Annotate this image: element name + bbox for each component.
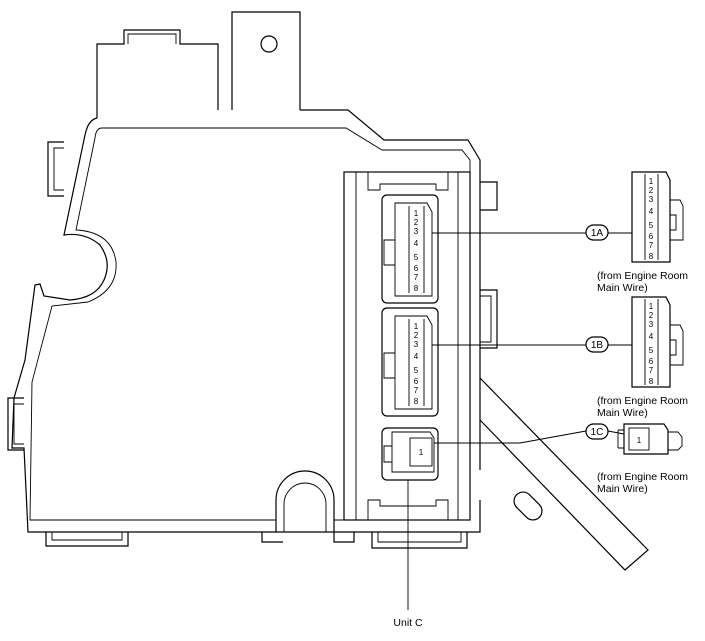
source-1b-line2: Main Wire)	[597, 407, 648, 419]
ext-1a-pin-3: 3	[649, 195, 654, 204]
connector-1c-pin-1: 1	[419, 448, 424, 457]
ext-1b-pin-6: 6	[649, 357, 654, 366]
housing-connector-1c: 1	[381, 427, 439, 481]
connector-1b-pin-2: 2	[414, 331, 419, 340]
ext-1b-pin-5: 5	[649, 346, 654, 355]
external-connector-1c: 1	[617, 423, 683, 455]
slot-hole	[513, 491, 543, 521]
connector-1b-pin-7: 7	[414, 386, 419, 395]
unit-c-frame	[343, 171, 471, 521]
source-1a-line1: (from Engine Room	[597, 270, 688, 282]
ext-1b-pin-7: 7	[649, 366, 654, 375]
ext-1a-pin-4: 4	[649, 207, 654, 216]
source-1c-line2: Main Wire)	[597, 483, 648, 495]
ext-1a-pin-8: 8	[649, 252, 654, 261]
connector-1b-pin-6: 6	[414, 377, 419, 386]
junction-block-housing	[7, 11, 649, 571]
connector-1a-pin-5: 5	[414, 253, 419, 262]
badge-1b: 1B	[585, 336, 609, 353]
badge-1b-label: 1B	[591, 340, 604, 351]
ext-1b-pin-3: 3	[649, 320, 654, 329]
connector-1b-pin-5: 5	[414, 366, 419, 375]
connector-1b-pin-3: 3	[414, 340, 419, 349]
leader-lines	[407, 232, 632, 610]
ext-1a-pin-6: 6	[649, 232, 654, 241]
badge-1c: 1C	[585, 423, 609, 440]
unit-c-label: Unit C	[393, 617, 423, 629]
ext-1a-pin-1: 1	[649, 177, 654, 186]
ext-1c-pin-1: 1	[637, 436, 642, 445]
external-connector-1b: 1 2 3 4 5 6 7 8	[631, 296, 684, 388]
ext-1b-pin-2: 2	[649, 311, 654, 320]
housing-connector-1a: 1 2 3 4 5 6 7 8	[381, 194, 439, 304]
connector-1a-pin-2: 2	[414, 218, 419, 227]
badge-1a-label: 1A	[591, 228, 604, 239]
connector-1a-pin-1: 1	[414, 209, 419, 218]
connector-1b-pin-8: 8	[414, 397, 419, 406]
connector-1a-pin-4: 4	[414, 239, 419, 248]
ext-1b-pin-1: 1	[649, 302, 654, 311]
connector-1b-pin-4: 4	[414, 352, 419, 361]
source-1a-line2: Main Wire)	[597, 282, 648, 294]
connector-1b-pin-1: 1	[414, 322, 419, 331]
housing-connector-1b: 1 2 3 4 5 6 7 8	[381, 307, 439, 417]
connector-1a-pin-3: 3	[414, 227, 419, 236]
connector-1a-pin-6: 6	[414, 264, 419, 273]
external-connector-1a: 1 2 3 4 5 6 7 8	[631, 171, 684, 263]
ext-1a-pin-2: 2	[649, 186, 654, 195]
badge-1c-label: 1C	[591, 427, 604, 438]
ext-1a-pin-5: 5	[649, 221, 654, 230]
ext-1b-pin-4: 4	[649, 332, 654, 341]
mounting-hole	[260, 35, 278, 53]
ext-1a-pin-7: 7	[649, 241, 654, 250]
source-1b-line1: (from Engine Room	[597, 395, 688, 407]
connector-1a-pin-8: 8	[414, 284, 419, 293]
source-1c-line1: (from Engine Room	[597, 471, 688, 483]
ext-1b-pin-8: 8	[649, 377, 654, 386]
connector-1a-pin-7: 7	[414, 273, 419, 282]
badge-1a: 1A	[585, 224, 609, 241]
